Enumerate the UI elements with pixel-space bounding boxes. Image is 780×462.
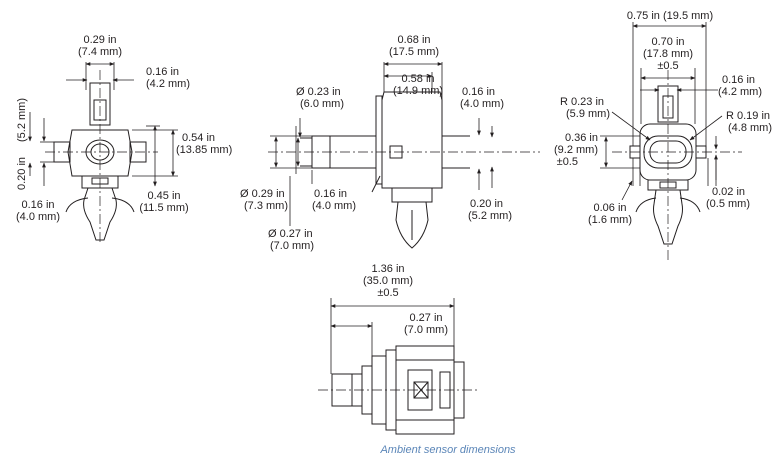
right-radius-right-in: R 0.19 in: [726, 110, 771, 122]
middle-view-dimension-lines: [270, 62, 494, 226]
middle-overall-width-mm: (17.5 mm): [388, 46, 440, 58]
left-right-offset-mm: (4.2 mm): [146, 78, 190, 90]
figure-caption: Ambient sensor dimensions: [380, 444, 516, 456]
left-bottom-offset-mm: (4.0 mm): [16, 211, 60, 223]
left-bottom-offset-in: 0.16 in: [21, 199, 55, 211]
right-radius-left-mm: (5.9 mm): [566, 108, 610, 120]
right-height-mm: (9.2 mm): [554, 144, 598, 156]
right-overall-mm: (19.5 mm): [662, 10, 714, 22]
left-side-height-in: 0.20 in: [16, 156, 28, 190]
right-body-mm: (17.8 mm): [642, 48, 694, 60]
bottom-view-dimension-lines: [330, 298, 455, 374]
bottom-length-in: 1.36 in: [371, 263, 405, 275]
left-side-height-mm: (5.2 mm): [16, 98, 28, 142]
right-gap-in: 0.06 in: [593, 202, 627, 214]
right-top-right-in: 0.16 in: [722, 74, 756, 86]
right-small-mm: (0.5 mm): [706, 198, 750, 210]
bottom-view-sensor-body: [318, 345, 478, 435]
left-lower-height-in: 0.45 in: [147, 190, 181, 202]
left-lower-height-mm: (11.5 mm): [139, 202, 189, 214]
right-body-in: 0.70 in: [651, 36, 685, 48]
right-radius-left-in: R 0.23 in: [560, 96, 605, 108]
left-top-width-in: 0.29 in: [83, 34, 117, 46]
right-radius-right-mm: (4.8 mm): [728, 122, 772, 134]
middle-dia-small-mm: (6.0 mm): [300, 98, 344, 110]
middle-right-bottom-mm: (5.2 mm): [468, 210, 512, 222]
right-view-sensor-body: [612, 70, 742, 262]
middle-step-mm: (4.0 mm): [312, 200, 356, 212]
middle-inner-width-in: 0.58 in: [401, 73, 435, 85]
middle-dia-mid-mm: (7.3 mm): [244, 200, 288, 212]
left-top-width-mm: (7.4 mm): [78, 46, 122, 58]
bottom-length-tol: ±0.5: [377, 287, 399, 299]
left-body-height-mm: (13.85 mm): [176, 144, 233, 156]
right-height-tol: ±0.5: [556, 156, 578, 168]
right-view-dimension-lines: [600, 22, 723, 201]
right-height-in: 0.36 in: [564, 132, 598, 144]
left-view-dimension-lines: [28, 62, 178, 187]
bottom-offset-mm: (7.0 mm): [404, 324, 448, 336]
middle-step-in: 0.16 in: [314, 188, 348, 200]
middle-dia-large-mm: (7.0 mm): [270, 240, 314, 252]
right-body-tol: ±0.5: [657, 60, 679, 72]
middle-right-bottom-in: 0.20 in: [470, 198, 504, 210]
middle-right-top-in: 0.16 in: [462, 86, 496, 98]
bottom-offset-in: 0.27 in: [409, 312, 443, 324]
middle-dia-large-in: Ø 0.27 in: [268, 228, 313, 240]
left-body-height-in: 0.54 in: [182, 132, 216, 144]
right-small-in: 0.02 in: [712, 186, 746, 198]
right-overall-in: 0.75 in: [626, 10, 660, 22]
right-gap-mm: (1.6 mm): [588, 214, 632, 226]
middle-overall-width-in: 0.68 in: [397, 34, 431, 46]
middle-inner-width-mm: (14.9 mm): [392, 85, 444, 97]
left-right-offset-in: 0.16 in: [146, 66, 180, 78]
middle-view-sensor-body: [268, 91, 540, 249]
middle-right-top-mm: (4.0 mm): [460, 98, 504, 110]
left-view-sensor-body: [45, 70, 158, 245]
middle-dia-mid-in: Ø 0.29 in: [240, 188, 285, 200]
right-top-right-mm: (4.2 mm): [718, 86, 762, 98]
bottom-length-mm: (35.0 mm): [362, 275, 414, 287]
middle-dia-small-in: Ø 0.23 in: [296, 86, 341, 98]
right-overall-label: 0.75 in (19.5 mm): [622, 10, 718, 22]
